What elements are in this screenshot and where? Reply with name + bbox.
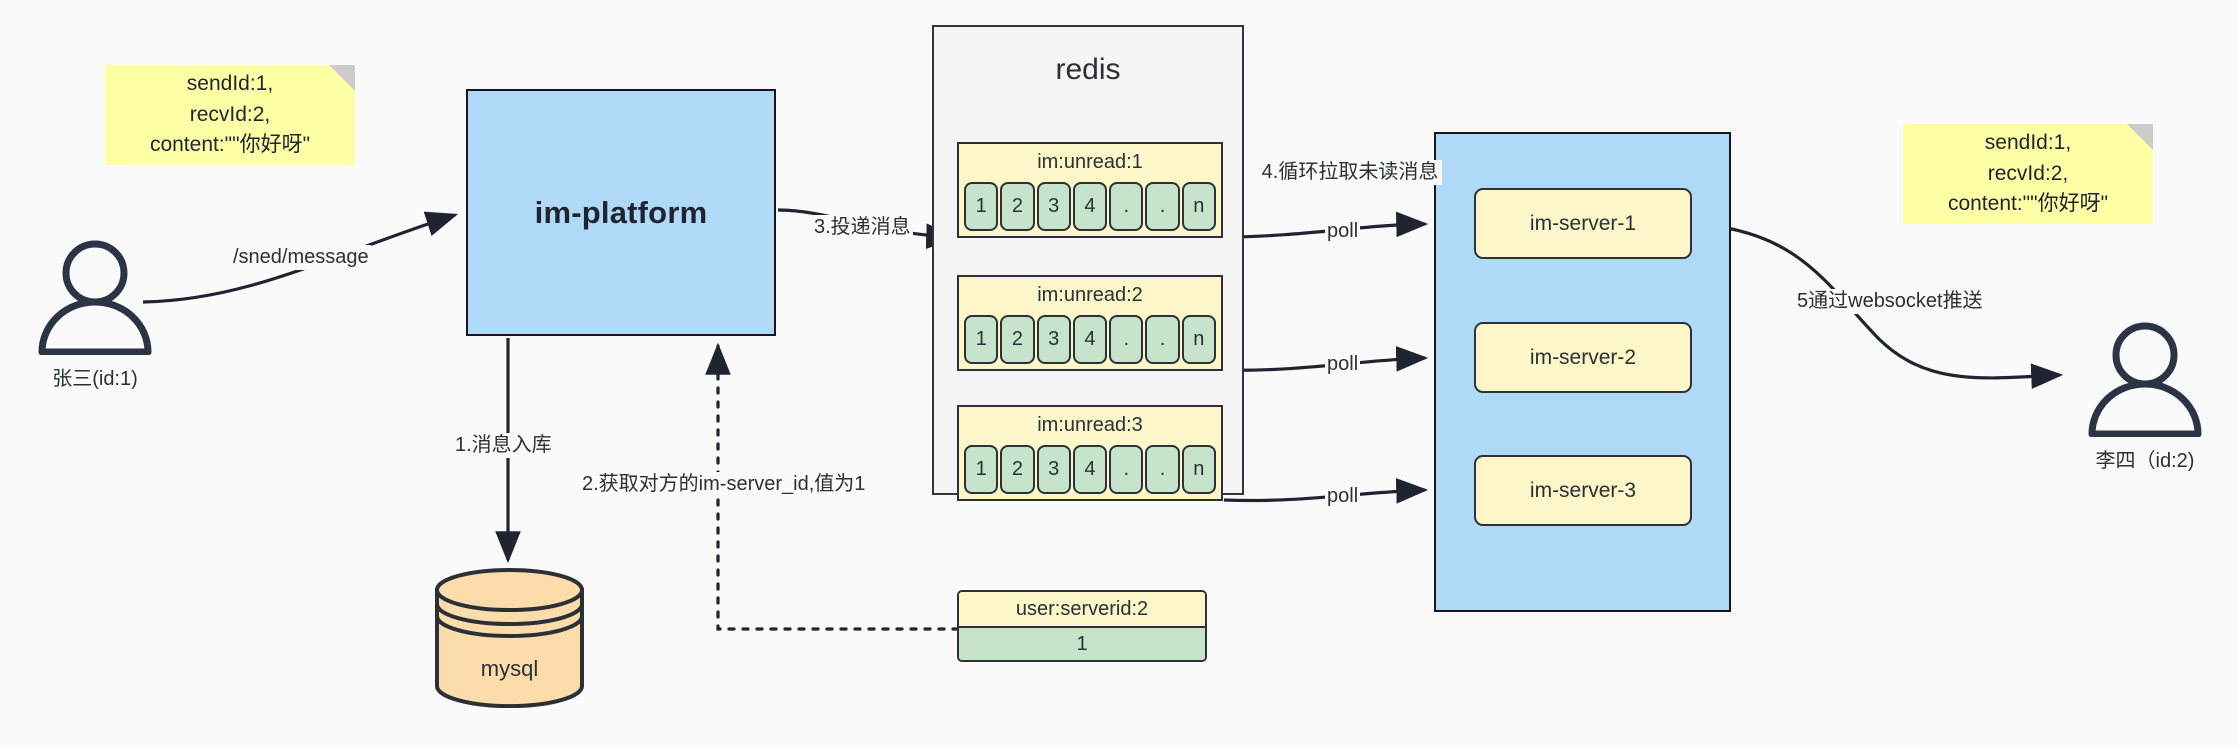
note-fold-icon (329, 65, 355, 91)
redis-list-2-key: im:unread:2 (1037, 284, 1143, 306)
edge-label-step5: 5通过websocket推送 (1795, 289, 1985, 314)
redis-list-2-cells: 1 2 3 4 . . n (964, 315, 1216, 364)
redis-kv-user-serverid[interactable]: user:serverid:2 1 (957, 590, 1207, 662)
list-cell[interactable]: . (1145, 315, 1180, 364)
list-cell[interactable]: 4 (1072, 315, 1108, 364)
list-cell[interactable]: 3 (1036, 182, 1071, 231)
list-cell[interactable]: 3 (1036, 445, 1071, 494)
im-server-1[interactable]: im-server-1 (1474, 188, 1692, 259)
list-cell[interactable]: 2 (1000, 182, 1035, 231)
list-cell[interactable]: n (1181, 182, 1216, 231)
actor-sender: 张三(id:1) (30, 240, 160, 390)
mysql-label: mysql (480, 656, 539, 681)
list-cell[interactable]: . (1145, 445, 1180, 494)
redis-title: redis (1055, 53, 1121, 86)
edge-label-poll-3: poll (1325, 484, 1361, 509)
list-cell[interactable]: 2 (1000, 315, 1035, 364)
list-cell[interactable]: 4 (1072, 445, 1108, 494)
sticky-note-left-text: sendId:1, recvId:2, content:""你好呀" (149, 72, 311, 157)
im-server-3[interactable]: im-server-3 (1474, 455, 1692, 526)
list-cell[interactable]: n (1181, 445, 1216, 494)
list-cell[interactable]: 4 (1072, 182, 1108, 231)
redis-list-3-key: im:unread:3 (1037, 414, 1143, 436)
edge-label-step3: 3.投递消息 (812, 215, 913, 240)
sticky-note-right: sendId:1, recvId:2, content:""你好呀" (1903, 124, 2153, 224)
im-server-3-label: im-server-3 (1529, 478, 1637, 502)
redis-kv-value: 1 (959, 626, 1205, 660)
list-cell[interactable]: 1 (964, 445, 999, 494)
redis-list-im-unread-3[interactable]: im:unread:3 1 2 3 4 . . n (957, 405, 1223, 501)
edge-label-step4: 4.循环拉取未读消息 (1258, 160, 1442, 185)
mysql-database[interactable]: mysql (432, 568, 587, 709)
sticky-note-left: sendId:1, recvId:2, content:""你好呀" (105, 65, 355, 165)
im-platform-label: im-platform (534, 194, 708, 230)
actor-sender-label: 张三(id:1) (52, 368, 138, 390)
edge-label-poll-1: poll (1325, 219, 1361, 244)
redis-list-1-key: im:unread:1 (1037, 151, 1143, 173)
list-cell[interactable]: . (1109, 315, 1144, 364)
list-cell[interactable]: . (1109, 182, 1144, 231)
im-server-2-label: im-server-2 (1529, 345, 1637, 369)
im-platform-box[interactable]: im-platform (466, 89, 776, 336)
note-fold-icon (2127, 124, 2153, 150)
user-icon (2088, 322, 2202, 438)
redis-list-im-unread-1[interactable]: im:unread:1 1 2 3 4 . . n (957, 142, 1223, 238)
redis-list-1-cells: 1 2 3 4 . . n (964, 182, 1216, 231)
redis-list-im-unread-2[interactable]: im:unread:2 1 2 3 4 . . n (957, 275, 1223, 371)
actor-receiver: 李四（id:2) (2080, 322, 2210, 472)
actor-receiver-label: 李四（id:2) (2095, 450, 2195, 472)
list-cell[interactable]: n (1181, 315, 1216, 364)
redis-kv-key: user:serverid:2 (959, 592, 1205, 626)
im-server-1-label: im-server-1 (1529, 211, 1637, 235)
list-cell[interactable]: . (1109, 445, 1144, 494)
list-cell[interactable]: . (1145, 182, 1180, 231)
edge-label-step1: 1.消息入库 (453, 433, 554, 458)
edge-label-poll-2: poll (1325, 352, 1361, 377)
user-icon (38, 240, 152, 356)
list-cell[interactable]: 1 (964, 315, 999, 364)
cylinder-icon (435, 568, 584, 709)
list-cell[interactable]: 3 (1036, 315, 1071, 364)
list-cell[interactable]: 2 (1000, 445, 1035, 494)
sticky-note-right-text: sendId:1, recvId:2, content:""你好呀" (1947, 131, 2109, 216)
edge-label-step2: 2.获取对方的im-server_id,值为1 (580, 472, 868, 497)
im-server-2[interactable]: im-server-2 (1474, 322, 1692, 393)
redis-list-3-cells: 1 2 3 4 . . n (964, 445, 1216, 494)
edge-label-send-message: /sned/message (231, 245, 371, 270)
list-cell[interactable]: 1 (964, 182, 999, 231)
